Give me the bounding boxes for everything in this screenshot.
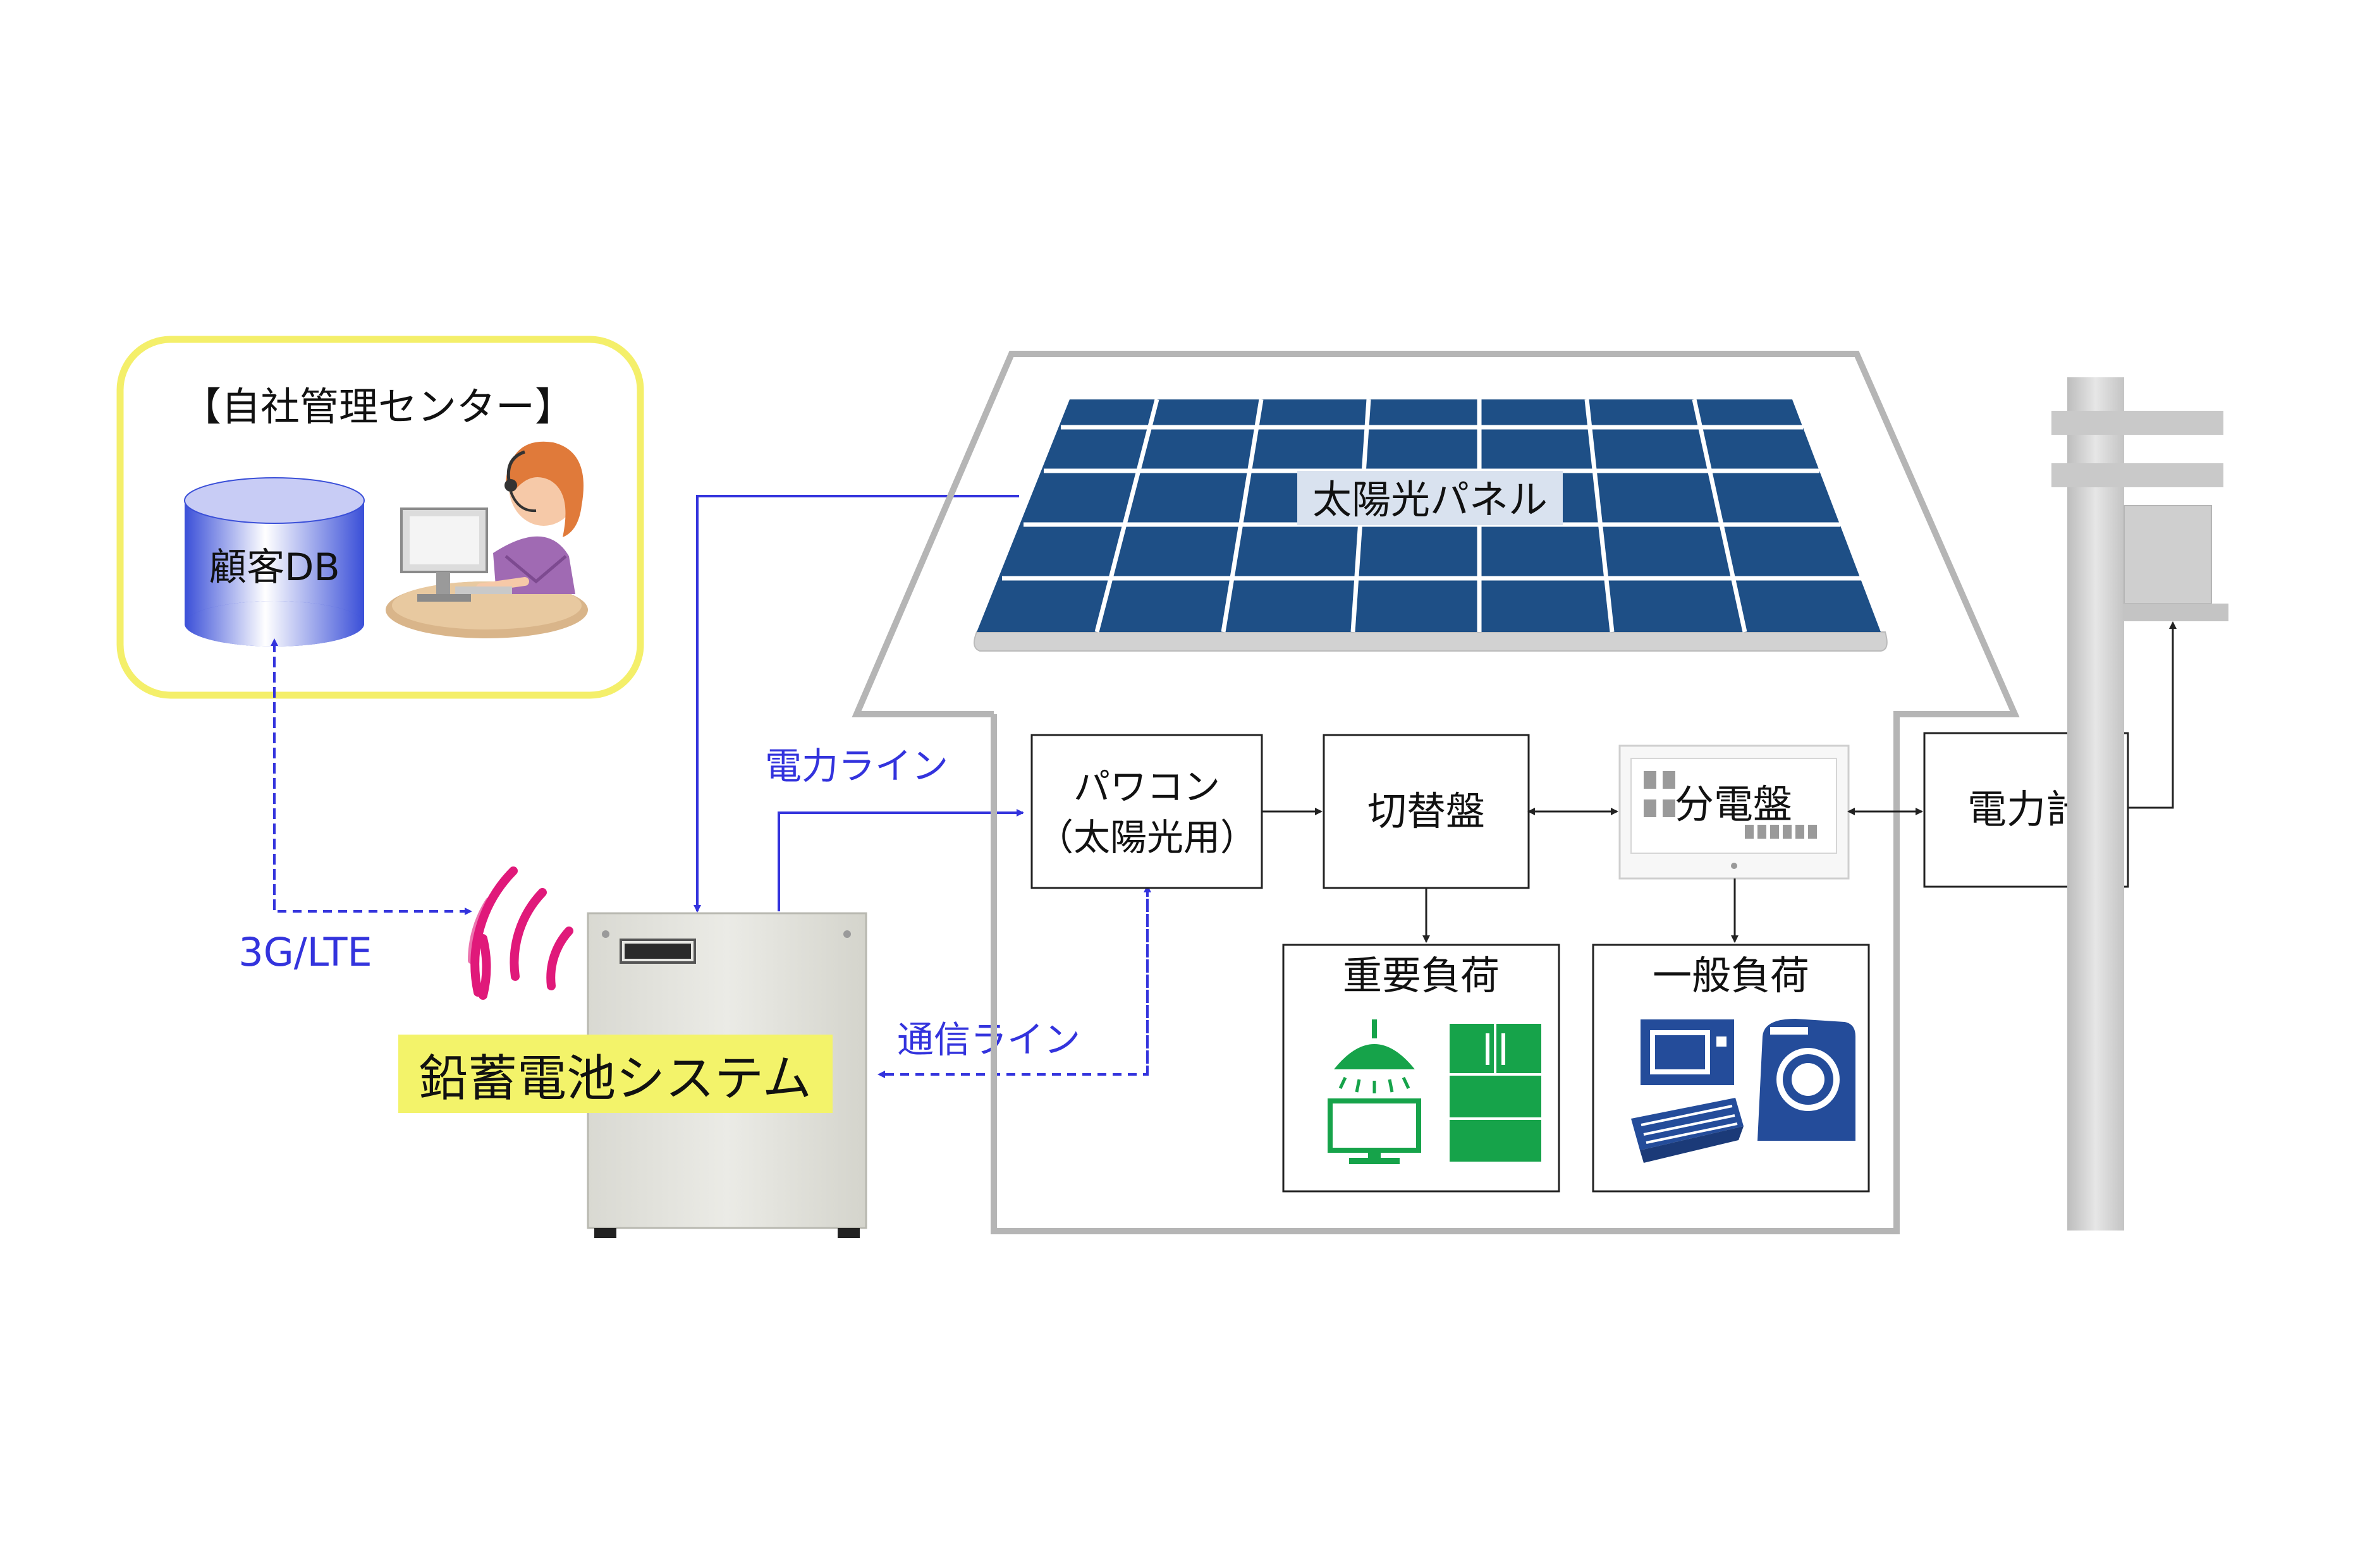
indoor-arrows xyxy=(1262,621,2177,943)
ceiling-light-icon xyxy=(1334,1019,1415,1093)
washing-machine-icon xyxy=(1757,1019,1855,1141)
refrigerator-icon xyxy=(1450,1024,1541,1162)
distribution-board-icon xyxy=(1618,744,1850,880)
comm-line-label: 通信ライン xyxy=(897,1018,1080,1061)
critical-load-label: 重要負荷 xyxy=(1343,952,1500,999)
pcs-box: パワコン （太陽光用） xyxy=(1030,734,1263,889)
house-outline xyxy=(852,351,2020,1234)
database-cylinder-icon xyxy=(184,477,365,647)
switchboard-label: 切替盤 xyxy=(1367,788,1485,834)
wireless-label: 3G/LTE xyxy=(238,929,372,975)
link-lines xyxy=(271,495,1151,1078)
customer-db-label: 顧客DB xyxy=(209,545,339,590)
management-center-title: 【自社管理センター】 xyxy=(182,384,574,430)
battery-system-label: 鉛蓄電池システム xyxy=(419,1050,812,1107)
switchboard-box: 切替盤 xyxy=(1323,734,1530,889)
distribution-board-label: 分電盤 xyxy=(1675,781,1792,827)
pcs-label-line1: パワコン xyxy=(1073,765,1220,808)
battery-system-label-bg xyxy=(398,1035,833,1113)
critical-load-box: 重要負荷 xyxy=(1282,944,1560,1193)
general-load-label: 一般負荷 xyxy=(1653,952,1809,999)
wireless-signal-icon xyxy=(468,866,573,1000)
utility-pole-icon xyxy=(2051,377,2228,1231)
power-meter-label: 電力計 xyxy=(1967,786,2085,832)
solar-panel-label: 太陽光パネル xyxy=(1312,477,1548,523)
solar-panel-label-bg xyxy=(1297,471,1563,525)
power-line-label: 電力ライン xyxy=(765,744,948,787)
pcs-label-line2: （太陽光用） xyxy=(1037,816,1257,859)
microwave-icon xyxy=(1641,1019,1734,1085)
television-icon xyxy=(1328,1098,1421,1164)
management-center: 【自社管理センター】 顧客DB xyxy=(116,336,644,699)
air-conditioner-icon xyxy=(1631,1098,1744,1163)
general-load-box: 一般負荷 xyxy=(1592,944,1870,1193)
call-center-operator-icon xyxy=(386,441,588,638)
